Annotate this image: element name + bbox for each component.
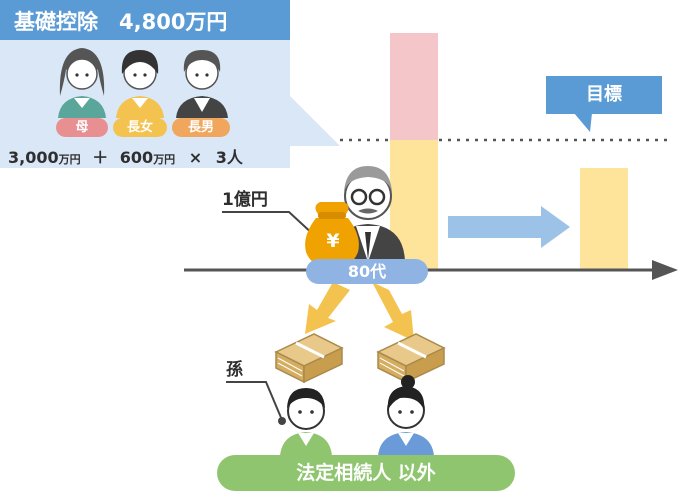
mother-icon bbox=[58, 48, 106, 118]
timeline-arrowhead bbox=[652, 260, 678, 280]
formula-base-amount: 3,000 bbox=[8, 148, 59, 167]
grandchild-label: 孫 bbox=[226, 360, 243, 380]
assets-label: 1億円 bbox=[222, 190, 268, 210]
formula-base-unit: 万円 bbox=[58, 153, 81, 166]
formula-times: × bbox=[188, 148, 203, 167]
bar-pink bbox=[390, 33, 438, 140]
girl-icon bbox=[378, 375, 434, 456]
assets-leader-line bbox=[222, 211, 316, 237]
eldest-son-icon bbox=[176, 50, 228, 118]
deduction-header: 基礎控除 4,800万円 bbox=[0, 0, 290, 40]
goal-pointer bbox=[574, 113, 592, 132]
deduction-formula: 3,000万円 ＋ 600万円 × 3人 bbox=[8, 144, 243, 168]
formula-per-heir-unit: 万円 bbox=[153, 153, 176, 166]
tag-mother: 母 bbox=[56, 118, 108, 137]
grandchild-leader-line bbox=[226, 381, 283, 421]
eldest-daughter-icon bbox=[116, 50, 164, 118]
blue-arrow-head bbox=[541, 206, 570, 248]
down-arrow-right bbox=[372, 282, 414, 341]
formula-plus: ＋ bbox=[92, 148, 109, 167]
down-arrow-left bbox=[305, 282, 350, 334]
bar-yellow-goal bbox=[580, 168, 628, 270]
yen-symbol: ¥ bbox=[326, 230, 340, 252]
blue-arrow-body bbox=[448, 216, 543, 238]
cash-stack-right-icon bbox=[376, 333, 446, 384]
tag-eldest-son: 長男 bbox=[172, 118, 230, 137]
formula-heir-count: 3人 bbox=[215, 148, 243, 167]
deduction-panel: 基礎控除 4,800万円 母 長女 長男 3,000万円 ＋ 600万円 × 3… bbox=[0, 0, 340, 168]
cash-stack-left-icon bbox=[274, 333, 344, 384]
non-legal-heir-banner: 法定相続人 以外 bbox=[217, 455, 515, 491]
deduction-title: 基礎控除 4,800万円 bbox=[14, 10, 228, 34]
age-pill: 80代 bbox=[306, 259, 428, 284]
formula-per-heir-amount: 600 bbox=[119, 148, 154, 167]
money-bag-icon bbox=[305, 202, 359, 268]
grandchild-leader-dot bbox=[278, 417, 286, 425]
goal-label: 目標 bbox=[546, 76, 662, 114]
grandchild-boy-icon bbox=[280, 388, 332, 456]
tag-eldest-daughter: 長女 bbox=[113, 118, 167, 137]
